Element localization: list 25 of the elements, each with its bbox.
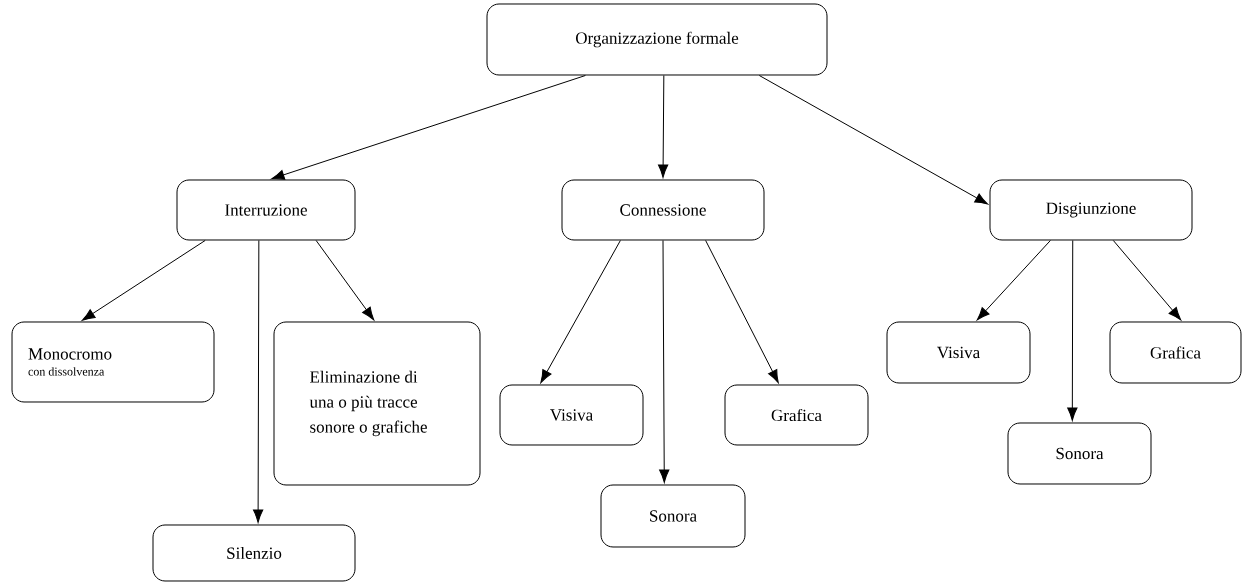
concept-box: Disgiunzione: [989, 179, 1193, 241]
arrow: [1112, 240, 1182, 321]
arrow: [81, 240, 206, 321]
concept-box: Organizzazione formale: [486, 3, 828, 76]
arrow: [705, 240, 779, 384]
arrow: [253, 240, 264, 523]
concept-box: Grafica: [724, 384, 869, 446]
arrow: [658, 75, 669, 178]
concept-box: Monocromo con dissolvenza: [11, 321, 215, 403]
arrow: [976, 240, 1051, 321]
arrow: [1067, 240, 1078, 421]
concept-box: Grafica: [1109, 321, 1242, 384]
arrow: [758, 75, 989, 205]
concept-box: Visiva: [499, 384, 644, 446]
concept-box: Silenzio: [152, 524, 356, 582]
arrow: [540, 240, 621, 384]
concept-box: Interruzione: [176, 179, 356, 241]
concept-box: Connessione: [561, 179, 765, 241]
arrow: [315, 240, 375, 321]
arrow: [659, 240, 670, 483]
concept-box: Eliminazione di una o più tracce sonore o grafiche: [273, 321, 481, 486]
arrow: [271, 75, 586, 180]
concept-box: Sonora: [1007, 422, 1152, 485]
concept-box: Sonora: [600, 484, 746, 548]
concept-box: Visiva: [886, 321, 1031, 384]
